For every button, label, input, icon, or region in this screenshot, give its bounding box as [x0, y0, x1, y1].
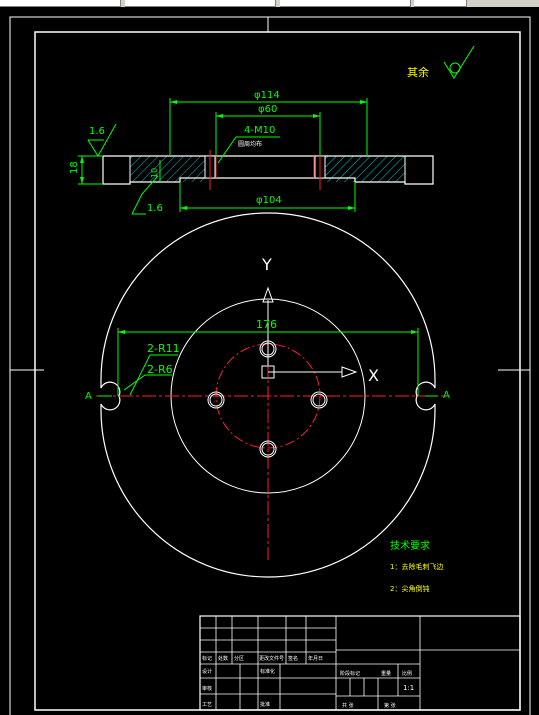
tb-cell-review: 审核	[202, 685, 212, 692]
tb-cell-process: 工艺	[202, 702, 212, 708]
tb-cell-ratio: 比例	[402, 670, 412, 677]
plan-view: Y X 176 2-R11 2-R6 A A	[85, 212, 450, 578]
drawing-frame	[34, 31, 521, 711]
section-label-right: A	[443, 390, 450, 401]
dim-thread-leader	[217, 136, 280, 164]
sheet-border-outer	[9, 16, 531, 715]
dim-phi60-label: φ60	[258, 104, 277, 115]
tb-cell-total: 共 张	[342, 702, 354, 709]
tb-cell-sign: 签名	[288, 655, 298, 662]
dim-r11-leader	[129, 354, 178, 396]
dim-arrows	[80, 100, 367, 210]
outer-disc-outline	[100, 212, 436, 578]
rough-bottom-icon	[131, 175, 159, 215]
section-label-left: A	[85, 391, 92, 402]
dim-height-label: 18	[69, 161, 80, 174]
tb-scale: 1:1	[403, 684, 414, 692]
tb-cell-mark: 标记	[202, 655, 212, 662]
roughness-note: 其余	[407, 65, 429, 79]
tech-requirements: 技术要求 1：去除毛刺飞边 2：尖角倒钝	[390, 539, 443, 593]
tb-cell-standard: 标准化	[260, 668, 275, 675]
axis-x-label: X	[368, 366, 379, 385]
tb-cell-change-doc: 更改文件号	[259, 655, 284, 662]
lineweight-dropdown[interactable]	[414, 0, 467, 7]
section-view: φ114 φ60 4-M10 圆周均布 18 10 φ104 1.6 1.6	[69, 90, 434, 215]
dim-r11-label: 2-R11	[147, 342, 180, 355]
dim-phi114-label: φ114	[254, 90, 280, 101]
tb-cell-weight: 重量	[381, 670, 391, 677]
ucs-icon	[261, 286, 358, 379]
axis-y-label: Y	[261, 255, 272, 274]
tb-cell-count: 处数	[218, 655, 228, 662]
title-block	[199, 615, 521, 711]
dim-176-arrows	[118, 330, 418, 334]
cad-toolbar	[0, 0, 539, 7]
dim-r6-leader	[123, 374, 172, 391]
bolt-hole-bottom	[261, 442, 275, 456]
tb-cell-sheet: 第 张	[384, 702, 396, 709]
tech-item-1: 1：去除毛刺飞边	[390, 562, 443, 571]
tech-item-2: 2：尖角倒钝	[390, 584, 429, 593]
rough-top-label: 1.6	[89, 126, 105, 137]
dim-thread-note: 圆周均布	[238, 140, 262, 148]
bolt-hole-left	[209, 393, 223, 407]
roughness-symbol-icon	[443, 45, 475, 79]
dim-thread-label: 4-M10	[244, 125, 275, 136]
rough-top-icon	[87, 123, 117, 157]
drawing-canvas[interactable]: 其余	[0, 7, 539, 715]
tb-cell-date: 年月日	[308, 655, 323, 662]
tb-cell-stage: 阶段标记	[340, 670, 360, 677]
tb-cell-design: 设计	[202, 668, 212, 675]
layer-dropdown[interactable]	[0, 0, 121, 7]
tb-cell-zone: 分区	[234, 655, 244, 662]
dim-176-label: 176	[256, 318, 277, 331]
dim-phi104-label: φ104	[256, 195, 282, 206]
linetype-dropdown[interactable]	[280, 0, 411, 7]
tech-title: 技术要求	[390, 539, 430, 552]
color-dropdown[interactable]	[125, 0, 276, 7]
tb-cell-approve: 批准	[260, 701, 270, 708]
title-block-text: 标记 处数 分区 更改文件号 签名 年月日 设计 标准化 审核 工艺 批准 阶段…	[202, 655, 414, 709]
bolt-hole-right	[312, 393, 326, 407]
rough-bottom-label: 1.6	[147, 203, 163, 214]
dim-step-label: 10	[150, 168, 159, 178]
dim-r6-label: 2-R6	[147, 363, 173, 376]
